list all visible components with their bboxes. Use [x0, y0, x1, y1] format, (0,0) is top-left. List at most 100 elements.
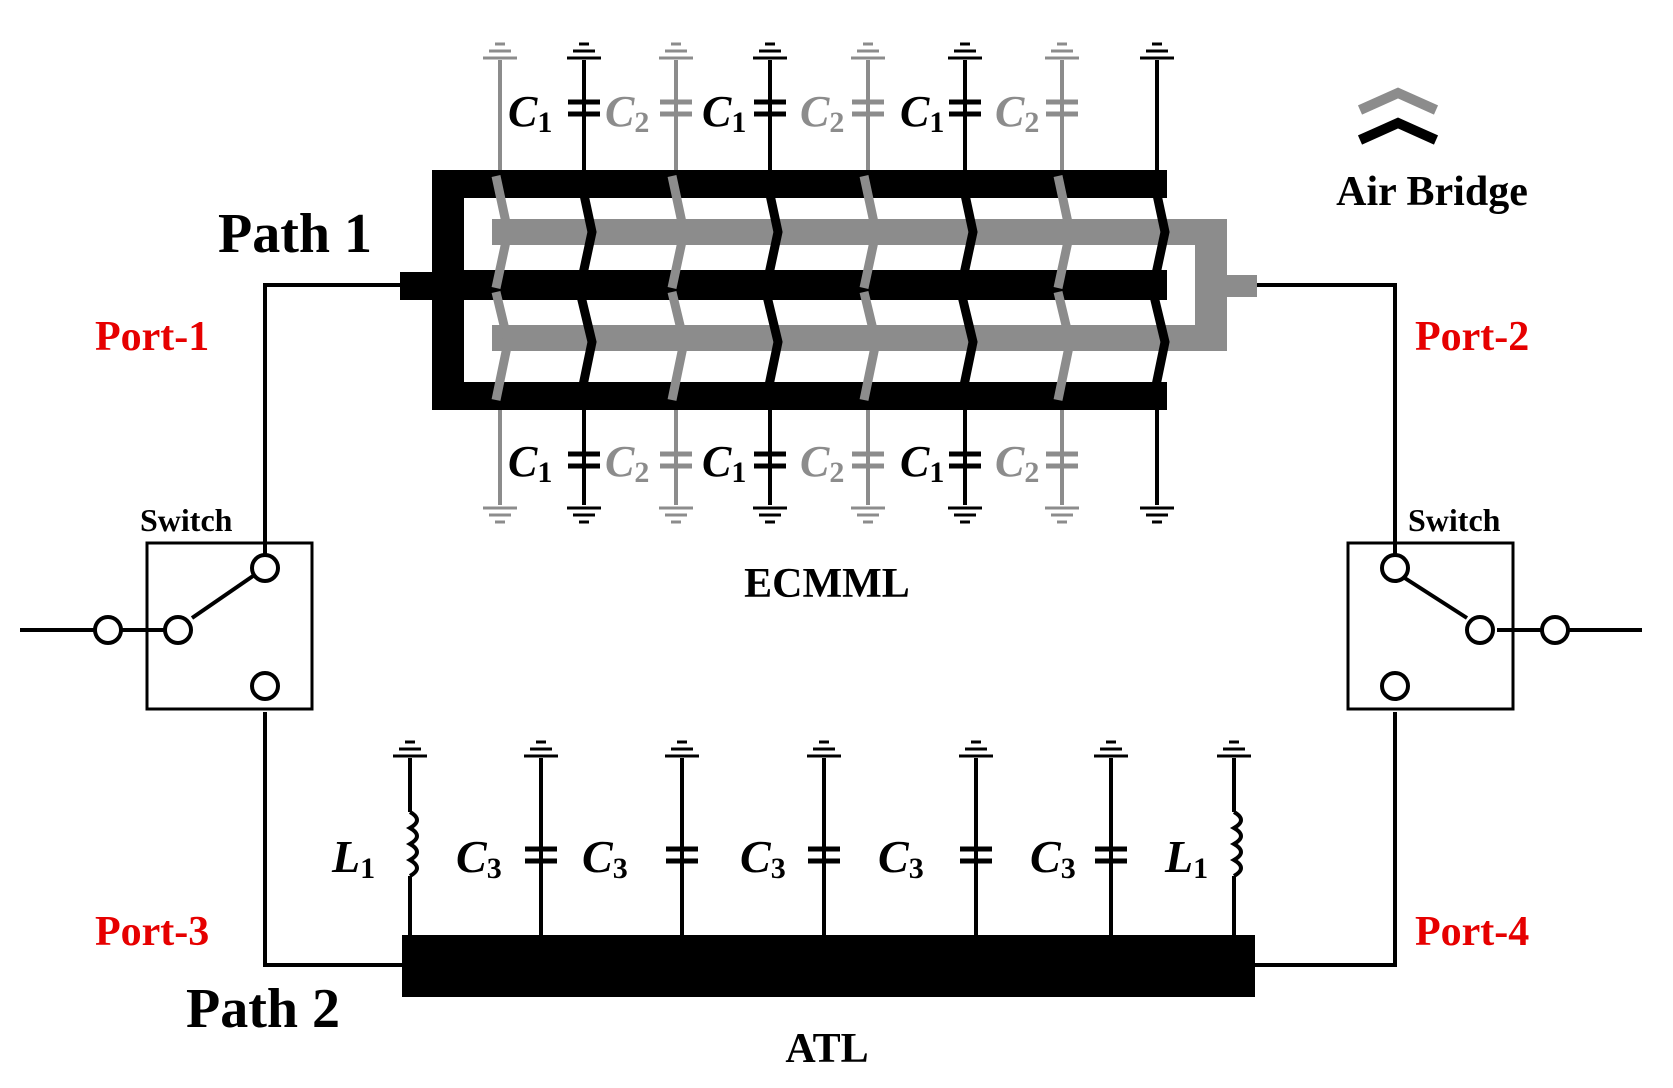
right-switch-terminal-path1 — [1380, 553, 1410, 583]
c3-label: C3 — [456, 831, 502, 885]
ground-icon — [1094, 740, 1128, 758]
ground-icon — [659, 42, 693, 60]
ground-icon — [567, 506, 601, 524]
ecmml-structure — [400, 42, 1257, 524]
c2-label: C2 — [800, 87, 844, 139]
ground-icon — [1045, 506, 1079, 524]
atl-labels: L1 C3 C3 C3 C3 C3 L1 — [331, 831, 1208, 885]
ground-icon — [948, 42, 982, 60]
inductor-icon — [405, 810, 419, 878]
ground-icon — [567, 42, 601, 60]
air-bridge-gray-chevron-icon — [1357, 87, 1439, 115]
atl-structure — [393, 740, 1255, 997]
c1-label: C1 — [702, 437, 746, 489]
c1-label: C1 — [900, 87, 944, 139]
switch-right-label: Switch — [1408, 502, 1501, 538]
air-bridge-chevron-icon — [1148, 175, 1170, 401]
atl-stub — [959, 740, 993, 935]
capacitor-icon — [568, 99, 600, 117]
capacitor-icon — [660, 451, 692, 469]
right-switch-box — [1346, 541, 1515, 711]
atl-label: ATL — [785, 1026, 868, 1072]
ecmml-stub — [567, 42, 601, 524]
port4-label: Port-4 — [1415, 909, 1529, 955]
ecmml-gray-conductor — [492, 219, 1257, 351]
c3-label: C3 — [582, 831, 628, 885]
ground-icon — [753, 42, 787, 60]
c1-label: C1 — [508, 87, 552, 139]
right-switch[interactable] — [1346, 541, 1570, 711]
air-bridge-chevron-icon — [667, 175, 689, 401]
port3-label: Port-3 — [95, 909, 209, 955]
c2-label: C2 — [605, 87, 649, 139]
capacitor-icon — [1046, 99, 1078, 117]
left-switch-input-terminal — [93, 615, 123, 645]
air-bridge-chevron-icon — [761, 175, 783, 401]
atl-stub — [1094, 740, 1128, 935]
path2-label: Path 2 — [186, 978, 340, 1040]
right-switch-output-terminal — [1540, 615, 1570, 645]
air-bridge-label: Air Bridge — [1336, 169, 1528, 215]
ground-icon — [851, 506, 885, 524]
ground-icon — [1140, 506, 1174, 524]
capacitor-icon — [754, 451, 786, 469]
capacitor-icon — [525, 846, 557, 864]
port2-wire — [1250, 283, 1397, 555]
path1-label: Path 1 — [218, 203, 372, 265]
atl-stub — [665, 740, 699, 935]
capacitor-icon — [808, 846, 840, 864]
capacitor-icon — [666, 846, 698, 864]
ground-icon — [1045, 42, 1079, 60]
air-bridge-chevron-icon — [859, 175, 881, 401]
wiring — [20, 283, 1642, 967]
l1-label: L1 — [1164, 831, 1208, 885]
ground-icon — [948, 506, 982, 524]
ecmml-top-labels: C1 C2 C1 C2 C1 C2 — [508, 87, 1039, 139]
left-switch-terminal-path2 — [250, 671, 280, 701]
c2-label: C2 — [995, 437, 1039, 489]
air-bridge-black-chevron-icon — [1357, 117, 1439, 145]
ecmml-stub — [659, 42, 693, 524]
left-switch-terminal-path1 — [250, 553, 280, 583]
ecmml-label: ECMML — [744, 561, 910, 607]
c3-label: C3 — [1030, 831, 1076, 885]
left-switch-blade — [190, 574, 255, 620]
ecmml-stub — [948, 42, 982, 524]
c1-label: C1 — [508, 437, 552, 489]
ground-icon — [1217, 740, 1251, 758]
atl-stub — [1217, 740, 1251, 935]
c1-label: C1 — [702, 87, 746, 139]
air-bridge-chevron-icon — [491, 175, 513, 401]
ground-icon — [524, 740, 558, 758]
ecmml-stub — [851, 42, 885, 524]
air-bridge-chevron-icon — [1053, 175, 1075, 401]
air-bridge-chevron-icon — [956, 175, 978, 401]
right-switch-blade — [1398, 573, 1469, 620]
c2-label: C2 — [995, 87, 1039, 139]
capacitor-icon — [852, 451, 884, 469]
ecmml-stubs — [483, 42, 1174, 524]
right-switch-terminal-path2 — [1380, 671, 1410, 701]
left-switch-common-terminal — [163, 615, 193, 645]
capacitor-icon — [1046, 451, 1078, 469]
switch-left-label: Switch — [140, 502, 233, 538]
capacitor-icon — [660, 99, 692, 117]
right-switch-common-terminal — [1465, 615, 1495, 645]
ground-icon — [483, 42, 517, 60]
atl-stub — [807, 740, 841, 935]
left-switch-box — [145, 541, 314, 711]
c2-label: C2 — [800, 437, 844, 489]
capacitor-icon — [1095, 846, 1127, 864]
ground-icon — [753, 506, 787, 524]
port1-label: Port-1 — [95, 314, 209, 360]
port3-wire — [263, 712, 405, 967]
c2-label: C2 — [605, 437, 649, 489]
c3-label: C3 — [878, 831, 924, 885]
capacitor-icon — [949, 99, 981, 117]
left-switch[interactable] — [93, 541, 314, 711]
ground-icon — [665, 740, 699, 758]
ground-icon — [807, 740, 841, 758]
atl-transmission-line — [402, 935, 1255, 997]
ecmml-stub — [1045, 42, 1079, 524]
capacitor-icon — [568, 451, 600, 469]
